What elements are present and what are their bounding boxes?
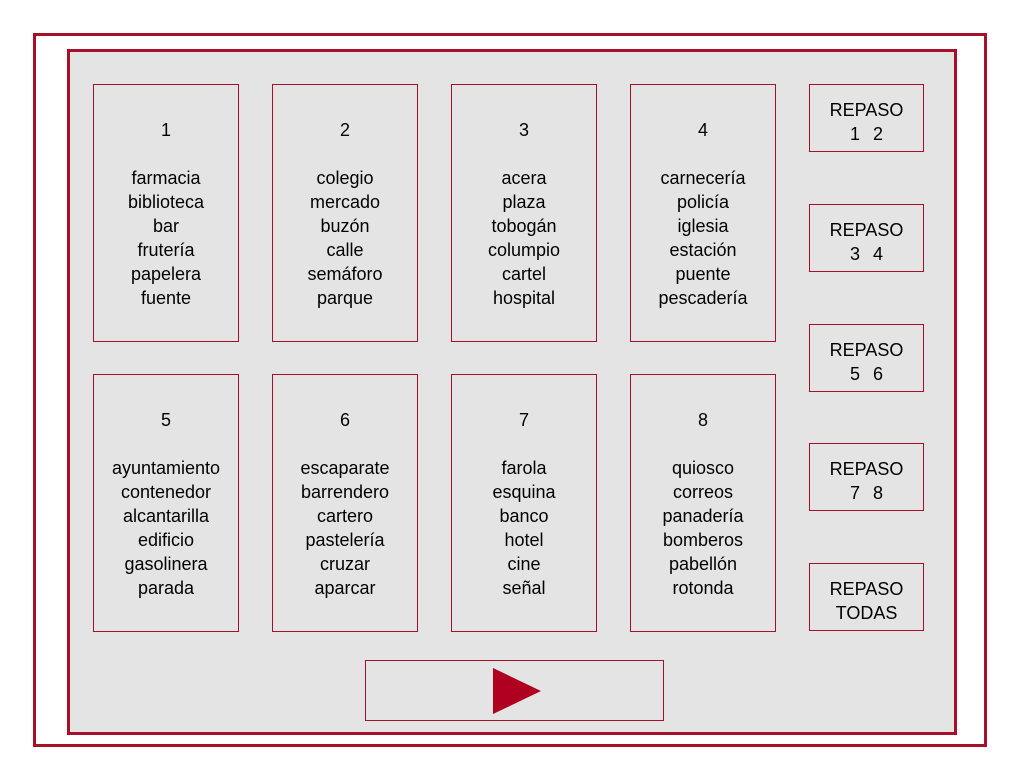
word-item: pabellón	[668, 554, 738, 574]
review-button-7-8[interactable]: REPASO 7 8	[809, 443, 924, 511]
review-button-label: REPASO	[829, 459, 904, 479]
word-item: buzón	[320, 216, 370, 236]
word-item: acera	[501, 168, 547, 188]
review-button-label: REPASO	[829, 100, 904, 120]
review-button-label: REPASO	[829, 340, 904, 360]
word-item: plaza	[502, 192, 546, 212]
word-item: señal	[502, 578, 546, 598]
word-item: farola	[501, 458, 547, 478]
word-item: fuente	[140, 288, 192, 308]
review-button-units: 1 2	[849, 124, 884, 144]
review-button-3-4[interactable]: REPASO 3 4	[809, 204, 924, 272]
review-button-label: REPASO	[829, 579, 904, 599]
word-list: escaparate barrendero cartero pastelería…	[273, 456, 417, 600]
unit-number: 5	[160, 410, 171, 430]
word-item: cartero	[316, 506, 374, 526]
word-item: mercado	[309, 192, 381, 212]
unit-card-4[interactable]: 4 carnecería policía iglesia estación pu…	[630, 84, 776, 342]
word-item: correos	[672, 482, 734, 502]
word-item: quiosco	[671, 458, 735, 478]
word-item: cartel	[501, 264, 546, 284]
word-list: farmacia biblioteca bar frutería papeler…	[94, 166, 238, 310]
unit-number: 6	[339, 410, 350, 430]
word-list: carnecería policía iglesia estación puen…	[631, 166, 775, 310]
word-item: cine	[507, 554, 541, 574]
word-item: tobogán	[491, 216, 557, 236]
word-item: estación	[669, 240, 737, 260]
word-item: contenedor	[120, 482, 212, 502]
word-list: colegio mercado buzón calle semáforo par…	[273, 166, 417, 310]
word-item: banco	[499, 506, 549, 526]
word-item: parada	[137, 578, 195, 598]
word-list: ayuntamiento contenedor alcantarilla edi…	[94, 456, 238, 600]
word-item: parque	[316, 288, 374, 308]
word-item: alcantarilla	[122, 506, 210, 526]
review-button-all[interactable]: REPASO TODAS	[809, 563, 924, 631]
word-item: calle	[326, 240, 364, 260]
word-item: policía	[676, 192, 730, 212]
unit-card-8[interactable]: 8 quiosco correos panadería bomberos pab…	[630, 374, 776, 632]
unit-number: 2	[339, 120, 350, 140]
word-item: columpio	[487, 240, 561, 260]
unit-number: 8	[697, 410, 708, 430]
word-item: escaparate	[300, 458, 390, 478]
word-item: pescadería	[658, 288, 748, 308]
word-list: acera plaza tobogán columpio cartel hosp…	[452, 166, 596, 310]
word-item: papelera	[130, 264, 202, 284]
next-button[interactable]	[365, 660, 664, 721]
word-item: bar	[152, 216, 179, 236]
unit-card-5[interactable]: 5 ayuntamiento contenedor alcantarilla e…	[93, 374, 239, 632]
word-item: hotel	[504, 530, 544, 550]
word-item: bomberos	[662, 530, 744, 550]
review-button-units: 5 6	[849, 364, 884, 384]
unit-card-7[interactable]: 7 farola esquina banco hotel cine señal	[451, 374, 597, 632]
word-item: iglesia	[677, 216, 729, 236]
word-item: esquina	[492, 482, 556, 502]
review-button-units: TODAS	[835, 603, 898, 623]
word-item: panadería	[662, 506, 744, 526]
review-button-5-6[interactable]: REPASO 5 6	[809, 324, 924, 392]
word-item: frutería	[137, 240, 195, 260]
unit-number: 1	[160, 120, 171, 140]
word-list: quiosco correos panadería bomberos pabel…	[631, 456, 775, 600]
word-item: edificio	[137, 530, 195, 550]
word-item: carnecería	[660, 168, 746, 188]
unit-card-3[interactable]: 3 acera plaza tobogán columpio cartel ho…	[451, 84, 597, 342]
word-item: rotonda	[672, 578, 734, 598]
word-list: farola esquina banco hotel cine señal	[452, 456, 596, 600]
unit-card-1[interactable]: 1 farmacia biblioteca bar frutería papel…	[93, 84, 239, 342]
word-item: hospital	[492, 288, 556, 308]
word-item: aparcar	[314, 578, 376, 598]
word-item: pastelería	[305, 530, 385, 550]
review-button-1-2[interactable]: REPASO 1 2	[809, 84, 924, 152]
review-button-units: 3 4	[849, 244, 884, 264]
unit-card-2[interactable]: 2 colegio mercado buzón calle semáforo p…	[272, 84, 418, 342]
unit-number: 4	[697, 120, 708, 140]
review-button-units: 7 8	[849, 483, 884, 503]
unit-number: 7	[518, 410, 529, 430]
word-item: semáforo	[307, 264, 383, 284]
unit-card-6[interactable]: 6 escaparate barrendero cartero pasteler…	[272, 374, 418, 632]
word-item: puente	[675, 264, 731, 284]
play-triangle-icon	[493, 668, 541, 714]
word-item: barrendero	[300, 482, 390, 502]
word-item: farmacia	[131, 168, 201, 188]
word-item: ayuntamiento	[111, 458, 221, 478]
review-button-label: REPASO	[829, 220, 904, 240]
word-item: cruzar	[319, 554, 370, 574]
unit-number: 3	[518, 120, 529, 140]
word-item: colegio	[316, 168, 374, 188]
word-item: biblioteca	[127, 192, 205, 212]
word-item: gasolinera	[124, 554, 208, 574]
